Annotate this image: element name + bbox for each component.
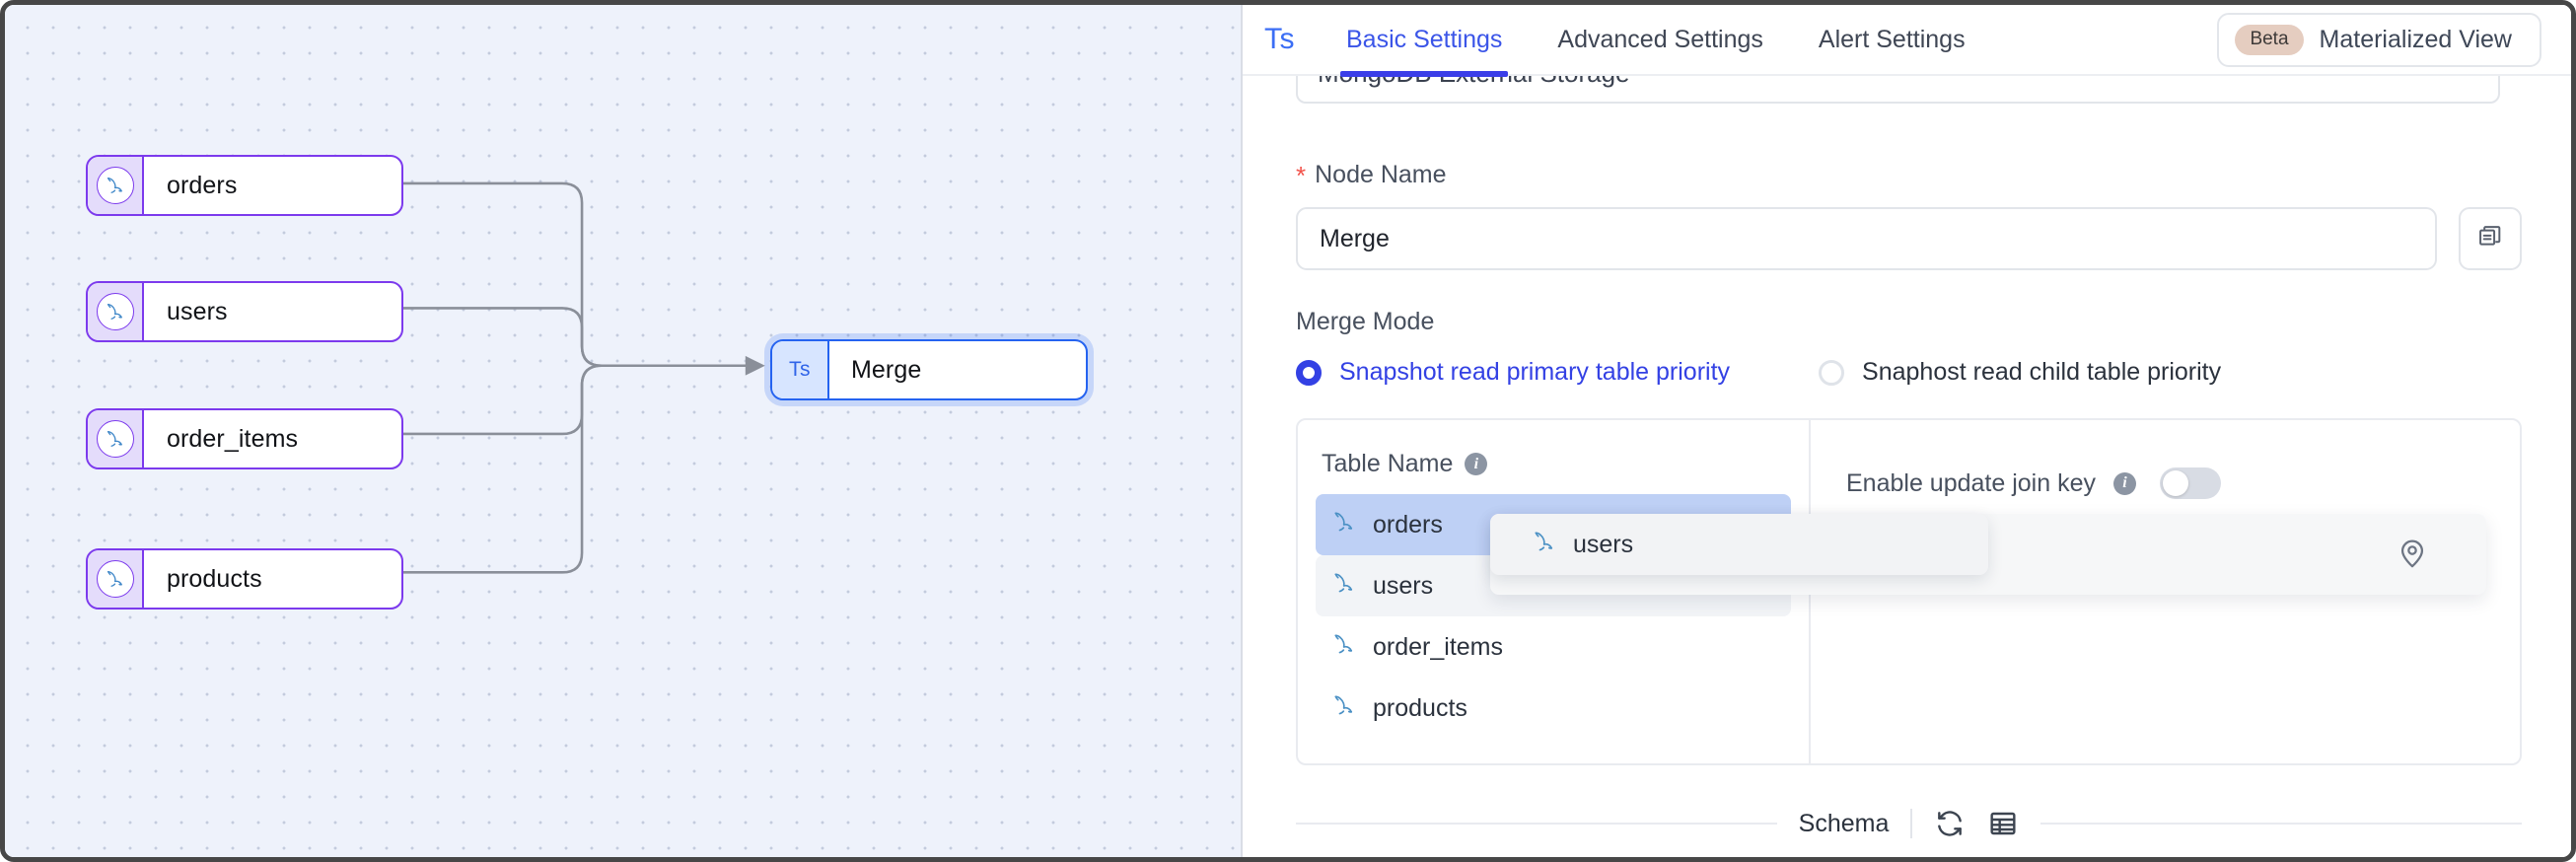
flow-node-orders[interactable]: orders: [86, 155, 403, 216]
enable-update-join-key-label: Enable update join key: [1846, 468, 2096, 497]
edge-arrowhead: [745, 355, 765, 376]
join-key-column: Enable update join key i: [1811, 420, 2520, 763]
table-list-item-label: orders: [1373, 510, 1443, 539]
node-name-input[interactable]: [1296, 207, 2437, 270]
clipped-field-value: MongoDB External Storage: [1318, 76, 1630, 89]
enable-update-join-key-toggle[interactable]: [2159, 467, 2221, 499]
tab-advanced-settings[interactable]: Advanced Settings: [1557, 25, 1763, 53]
panel-tabbar: Ts Basic Settings Advanced Settings Aler…: [1243, 5, 2571, 77]
mysql-dolphin-icon: [88, 550, 144, 608]
radio-dot-icon: [1819, 359, 1845, 386]
materialized-view-label: Materialized View: [2319, 25, 2512, 53]
flow-edges: [402, 181, 765, 574]
node-name-label-row: * Node Name: [1296, 161, 2522, 189]
ts-logo-icon: Ts: [1264, 23, 1295, 55]
table-list-item-label: order_items: [1373, 632, 1503, 661]
mysql-dolphin-icon: [88, 283, 144, 340]
info-icon[interactable]: i: [2112, 471, 2136, 495]
clipped-field-box: [1296, 76, 2500, 104]
settings-panel: Ts Basic Settings Advanced Settings Aler…: [1243, 5, 2571, 857]
schema-separator: [1910, 809, 1913, 838]
radio-snapshot-primary[interactable]: Snapshot read primary table priority: [1296, 358, 1730, 387]
node-name-label: Node Name: [1315, 161, 1447, 188]
materialized-view-button[interactable]: Beta Materialized View: [2217, 12, 2541, 67]
schema-label: Schema: [1798, 809, 1890, 837]
schema-divider-right: [2040, 823, 2522, 825]
table-list-item-label: users: [1373, 571, 1434, 600]
mysql-dolphin-icon: [1331, 692, 1357, 725]
flow-node-label: order_items: [167, 424, 299, 453]
flow-canvas[interactable]: orders users: [5, 5, 1243, 857]
flow-node-label: orders: [167, 171, 238, 199]
merge-mode-radio-group: Snapshot read primary table priority Sna…: [1296, 358, 2522, 387]
tab-basic-settings[interactable]: Basic Settings: [1319, 5, 1530, 77]
mysql-dolphin-icon: [1532, 529, 1557, 561]
enable-update-join-key-row: Enable update join key i: [1846, 467, 2520, 499]
mysql-dolphin-icon: [1331, 631, 1357, 664]
drag-preview-users[interactable]: users: [1490, 514, 1988, 575]
refresh-icon[interactable]: [1934, 808, 1966, 839]
flow-node-label: Merge: [851, 355, 922, 384]
table-list-item-order-items[interactable]: order_items: [1316, 616, 1791, 678]
mysql-dolphin-icon: [1331, 570, 1357, 603]
mysql-dolphin-icon: [88, 410, 144, 467]
map-pin-icon: [2396, 536, 2429, 574]
flow-node-label: products: [167, 564, 262, 593]
table-grid-icon[interactable]: [1987, 808, 2019, 839]
mysql-dolphin-icon: [1331, 509, 1357, 541]
copy-button[interactable]: [2459, 207, 2522, 270]
beta-badge: Beta: [2235, 24, 2304, 55]
copy-icon: [2476, 223, 2504, 255]
toggle-knob: [2162, 470, 2188, 496]
radio-dot-icon: [1296, 359, 1322, 386]
clipped-field-row: MongoDB External Storage: [1296, 76, 2522, 121]
node-name-row: [1296, 207, 2522, 270]
schema-divider-left: [1296, 823, 1777, 825]
table-name-header-label: Table Name: [1322, 450, 1454, 477]
radio-snapshot-child[interactable]: Snaphost read child table priority: [1819, 358, 2221, 387]
table-list-item-label: products: [1373, 693, 1467, 722]
radio-label: Snaphost read child table priority: [1862, 358, 2222, 386]
tab-alert-settings[interactable]: Alert Settings: [1818, 25, 1966, 53]
panel-body: MongoDB External Storage * Node Name: [1243, 76, 2571, 857]
radio-label: Snapshot read primary table priority: [1339, 358, 1731, 386]
flow-node-users[interactable]: users: [86, 281, 403, 342]
flow-node-order-items[interactable]: order_items: [86, 408, 403, 469]
flow-node-label: users: [167, 297, 228, 325]
drag-preview-label: users: [1573, 530, 1634, 558]
table-name-header: Table Name i: [1316, 450, 1791, 478]
merge-config-card: Table Name i: [1296, 418, 2522, 765]
flow-node-products[interactable]: products: [86, 548, 403, 610]
schema-bar: Schema: [1296, 808, 2522, 839]
flow-node-merge[interactable]: Ts Merge: [770, 339, 1088, 400]
ts-icon: Ts: [772, 341, 829, 398]
merge-mode-label: Merge Mode: [1296, 308, 1435, 335]
mysql-dolphin-icon: [88, 157, 144, 214]
table-list-item-products[interactable]: products: [1316, 678, 1791, 739]
info-icon[interactable]: i: [1465, 453, 1488, 475]
required-marker: *: [1296, 160, 1307, 190]
